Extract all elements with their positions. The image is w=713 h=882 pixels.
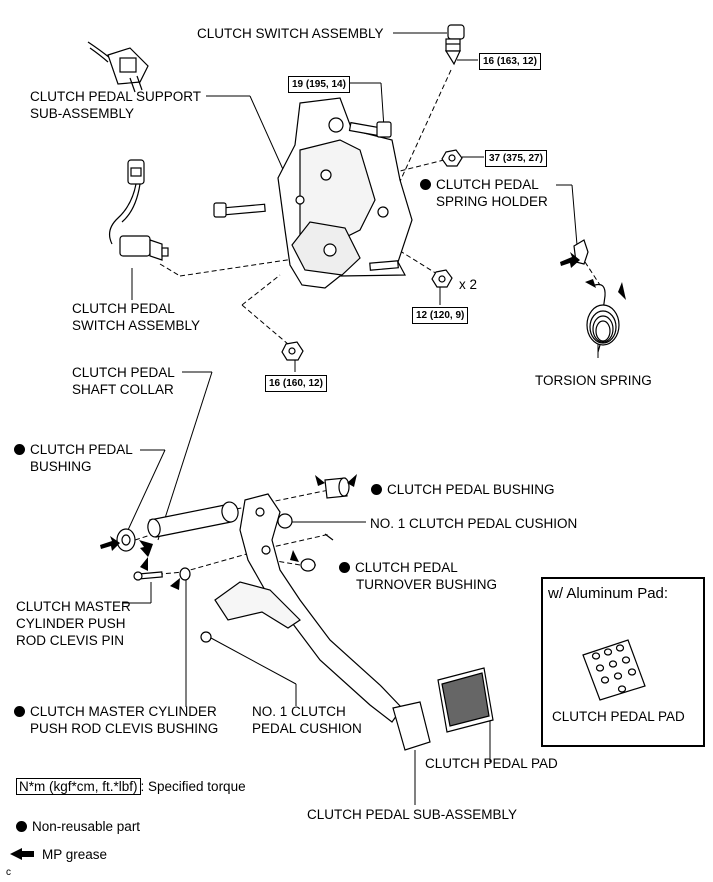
legend-grease: MP grease — [42, 847, 108, 862]
label-turnover-line1: CLUTCH PEDAL — [339, 559, 458, 576]
label-clevis-pin-line2: CYLINDER PUSH — [16, 616, 126, 631]
label-qty: x 2 — [459, 277, 478, 292]
panel-title: w/ Aluminum Pad: — [548, 585, 669, 602]
label-spring-holder-line2: SPRING HOLDER — [436, 194, 548, 209]
label-bushing-left-line2: BUSHING — [30, 459, 92, 474]
legend-non-reusable: Non-reusable part — [16, 818, 140, 835]
corner-mark: c — [6, 867, 11, 878]
aluminum-pad-panel: w/ Aluminum Pad: CLUTCH PEDAL PAD — [541, 577, 705, 747]
label-pedal-pad: CLUTCH PEDAL PAD — [425, 756, 558, 771]
non-reusable-dot-icon — [16, 821, 27, 832]
torque-t4: 12 (120, 9) — [412, 307, 469, 324]
label-support-line1: CLUTCH PEDAL SUPPORT — [30, 89, 202, 104]
label-clevis-pin-line3: ROD CLEVIS PIN — [16, 633, 125, 648]
label-clevis-bushing-line2: PUSH ROD CLEVIS BUSHING — [30, 721, 219, 736]
torque-t2: 19 (195, 14) — [288, 76, 350, 93]
label-pedal-switch-line1: CLUTCH PEDAL — [72, 301, 175, 316]
label-shaft-collar-line1: CLUTCH PEDAL — [72, 365, 175, 380]
legend-torque: N*m (kgf*cm, ft.*lbf): Specified torque — [16, 778, 246, 795]
non-reusable-dot-icon — [371, 484, 382, 495]
torque-t3: 37 (375, 27) — [485, 150, 547, 167]
non-reusable-dot-icon — [339, 562, 350, 573]
label-pedal-sub: CLUTCH PEDAL SUB-ASSEMBLY — [307, 807, 518, 822]
label-cushion-bottom-line1: NO. 1 CLUTCH — [252, 704, 346, 719]
panel-pad-label: CLUTCH PEDAL PAD — [552, 709, 685, 724]
non-reusable-dot-icon — [14, 706, 25, 717]
label-switch-assembly: CLUTCH SWITCH ASSEMBLY — [197, 26, 384, 41]
grease-arrow-icon — [10, 848, 34, 860]
label-clevis-bushing-line1: CLUTCH MASTER CYLINDER — [14, 703, 217, 720]
legend-torque-unit: N*m (kgf*cm, ft.*lbf) — [16, 778, 141, 795]
label-turnover-line2: TURNOVER BUSHING — [356, 577, 498, 592]
label-pedal-switch-line2: SWITCH ASSEMBLY — [72, 318, 201, 333]
label-support-line2: SUB-ASSEMBLY — [30, 106, 135, 121]
non-reusable-dot-icon — [14, 444, 25, 455]
torque-t5: 16 (160, 12) — [265, 375, 327, 392]
label-bushing-left-line1: CLUTCH PEDAL — [14, 441, 133, 458]
label-cushion-top: NO. 1 CLUTCH PEDAL CUSHION — [370, 516, 578, 531]
label-clevis-pin-line1: CLUTCH MASTER — [16, 599, 131, 614]
label-shaft-collar-line2: SHAFT COLLAR — [72, 382, 174, 397]
label-bushing-right: CLUTCH PEDAL BUSHING — [371, 481, 555, 498]
non-reusable-dot-icon — [420, 179, 431, 190]
label-cushion-bottom-line2: PEDAL CUSHION — [252, 721, 362, 736]
legend-torque-desc: : Specified torque — [140, 779, 246, 794]
label-spring-holder-line1: CLUTCH PEDAL — [420, 176, 539, 193]
label-torsion-spring: TORSION SPRING — [535, 373, 652, 388]
torque-t1: 16 (163, 12) — [479, 53, 541, 70]
